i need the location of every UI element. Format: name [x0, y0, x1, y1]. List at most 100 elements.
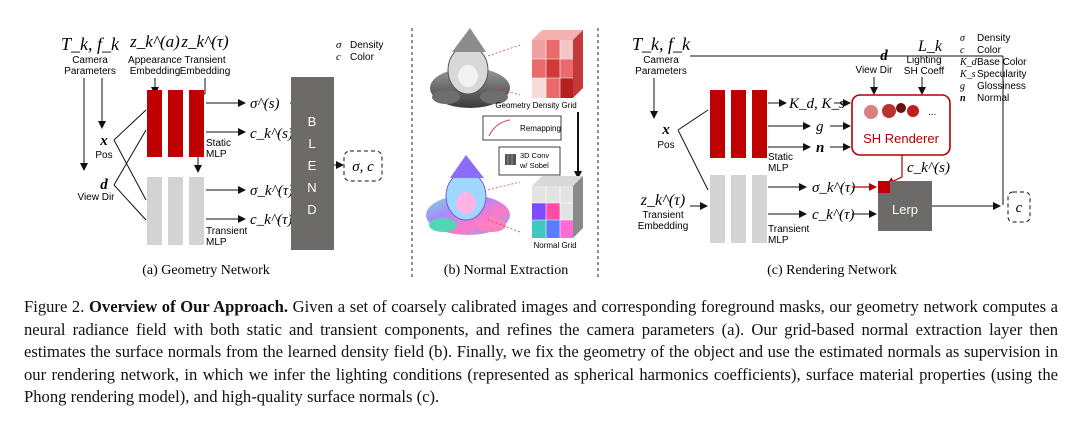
normal-grid-label: Normal Grid — [533, 241, 576, 250]
b-panel-title: (b) Normal Extraction — [444, 263, 568, 278]
a-blend-letter-e: E — [308, 158, 317, 173]
c-legend-sym-4: g — [960, 81, 965, 92]
figure-caption: Figure 2. Overview of Our Approach. Give… — [24, 296, 1058, 409]
c-viewdir-label: View Dir — [855, 65, 893, 76]
panel-c-rendering-network: T_k, f_k Camera Parameters d View Dir L_… — [632, 33, 1031, 278]
c-out-g: g — [816, 119, 824, 135]
a-blend-letter-b: B — [308, 114, 317, 129]
a-blend-letter-d: D — [307, 202, 316, 217]
a-static-mlp-label-2: MLP — [206, 149, 227, 160]
c-camera-label-1: Camera — [643, 55, 679, 66]
c-legend-sym-5: n — [960, 93, 966, 104]
caption-bold-title: Overview of Our Approach. — [89, 297, 288, 316]
c-static-mlp-layer-3 — [752, 90, 767, 158]
conv-label-2: w/ Sobel — [519, 161, 549, 170]
lerp-red-marker — [878, 181, 890, 193]
c-final-output-box — [1007, 191, 1031, 223]
c-legend-sym-2: K_d — [959, 57, 978, 68]
sh-sphere-3 — [896, 103, 906, 113]
c-viewdir-symbol: d — [880, 48, 888, 64]
a-transient-mlp-label-2: MLP — [206, 237, 227, 248]
a-static-mlp-layer-1 — [147, 90, 162, 157]
c-pos-label: Pos — [657, 140, 674, 151]
c-legend: σ Density c Color K_d Base Color K_s Spe… — [959, 33, 1027, 104]
a-camera-symbol: T_k, f_k — [61, 34, 120, 54]
a-panel-title: (a) Geometry Network — [142, 263, 270, 278]
remapping-box — [482, 115, 562, 141]
caption-text: Given a set of coarsely calibrated image… — [24, 297, 1058, 406]
c-out-n: n — [816, 140, 824, 156]
a-appearance-label-1: Appearance — [128, 55, 182, 66]
c-pos-symbol: x — [661, 122, 670, 138]
c-legend-sym-1: c — [960, 45, 965, 56]
density-grid-label: Geometry Density Grid — [495, 101, 576, 110]
a-final-output-box — [343, 150, 383, 182]
a-final-output: σ, c — [352, 159, 374, 175]
a-static-mlp-layer-3 — [189, 90, 204, 157]
panel-b-normal-extraction: Geometry Density Grid Remapping 3D Conv … — [426, 28, 583, 278]
c-static-mlp-label-1: Static — [768, 152, 793, 163]
density-grid-cube — [532, 30, 583, 98]
c-transient-label-2: Embedding — [638, 221, 689, 232]
sh-sphere-4 — [907, 105, 919, 117]
gnome-normal-image — [426, 155, 510, 235]
a-blend-letter-n: N — [307, 180, 316, 195]
a-camera-label-1: Camera — [72, 55, 108, 66]
sh-sphere-1 — [864, 105, 878, 119]
c-legend-label-3: Specularity — [977, 69, 1026, 80]
sh-dots: ... — [928, 107, 936, 118]
a-out-sigma-s: σ^(s) — [250, 96, 280, 112]
a-static-mlp-label-1: Static — [206, 138, 231, 149]
a-blend-box — [291, 77, 334, 250]
c-legend-sym-0: σ — [960, 33, 966, 44]
conv-label-1: 3D Conv — [520, 151, 549, 160]
a-out-c-s: c_k^(s) — [250, 126, 293, 142]
c-final-output: c — [1016, 200, 1023, 216]
a-appearance-label-2: Embedding — [130, 66, 181, 77]
c-legend-label-0: Density — [977, 33, 1010, 44]
a-transient-symbol: z_k^(τ) — [180, 32, 229, 51]
c-legend-label-2: Base Color — [977, 57, 1027, 68]
c-legend-label-4: Glossiness — [977, 81, 1026, 92]
a-pos-label: Pos — [95, 150, 112, 161]
a-legend-c: c — [336, 51, 341, 63]
c-out-sigma-t: σ_k^(τ) — [812, 180, 855, 196]
c-legend-sym-3: K_s — [959, 69, 976, 80]
a-transient-mlp-layer-3 — [189, 177, 204, 245]
c-static-mlp-layer-1 — [710, 90, 725, 158]
c-transient-symbol: z_k^(τ) — [640, 192, 685, 209]
remapping-curve-icon — [488, 119, 511, 137]
c-lighting-label-1: Lighting — [906, 55, 941, 66]
c-camera-symbol: T_k, f_k — [632, 34, 691, 54]
c-out-kdks: K_d, K_s — [788, 96, 845, 112]
panel-a-geometry-network: T_k, f_k Camera Parameters z_k^(a) Appea… — [61, 32, 383, 278]
a-transient-label-2: Embedding — [180, 66, 231, 77]
c-legend-label-5: Normal — [977, 93, 1009, 104]
a-transient-label-1: Transient — [184, 55, 226, 66]
a-legend-sigma-label: Density — [350, 40, 383, 51]
c-transient-mlp-label-1: Transient — [768, 224, 810, 235]
normal-grid-cube — [532, 176, 583, 238]
c-transient-mlp-layer-1 — [710, 175, 725, 243]
c-static-mlp-label-2: MLP — [768, 163, 789, 174]
c-static-mlp-layer-2 — [731, 90, 746, 158]
caption-prefix: Figure 2. — [24, 297, 89, 316]
c-lighting-label-2: SH Coeff — [904, 66, 945, 77]
c-lighting-symbol: L_k — [917, 38, 943, 55]
a-blend-letter-l: L — [308, 136, 315, 151]
c-transient-label-1: Transient — [642, 210, 684, 221]
gnome-grey-image — [430, 28, 510, 108]
lerp-label: Lerp — [892, 202, 918, 217]
a-static-mlp-layer-2 — [168, 90, 183, 157]
remapping-label: Remapping — [520, 124, 561, 133]
c-transient-mlp-layer-3 — [752, 175, 767, 243]
a-appearance-symbol: z_k^(a) — [129, 32, 180, 51]
sh-sphere-2 — [882, 104, 896, 118]
a-out-c-t: c_k^(τ) — [250, 212, 293, 228]
a-camera-label-2: Parameters — [64, 66, 116, 77]
a-legend-sigma: σ — [336, 39, 342, 51]
c-transient-mlp-label-2: MLP — [768, 235, 789, 246]
a-pos-symbol: x — [99, 133, 108, 149]
c-out-c-s: c_k^(s) — [907, 160, 950, 176]
